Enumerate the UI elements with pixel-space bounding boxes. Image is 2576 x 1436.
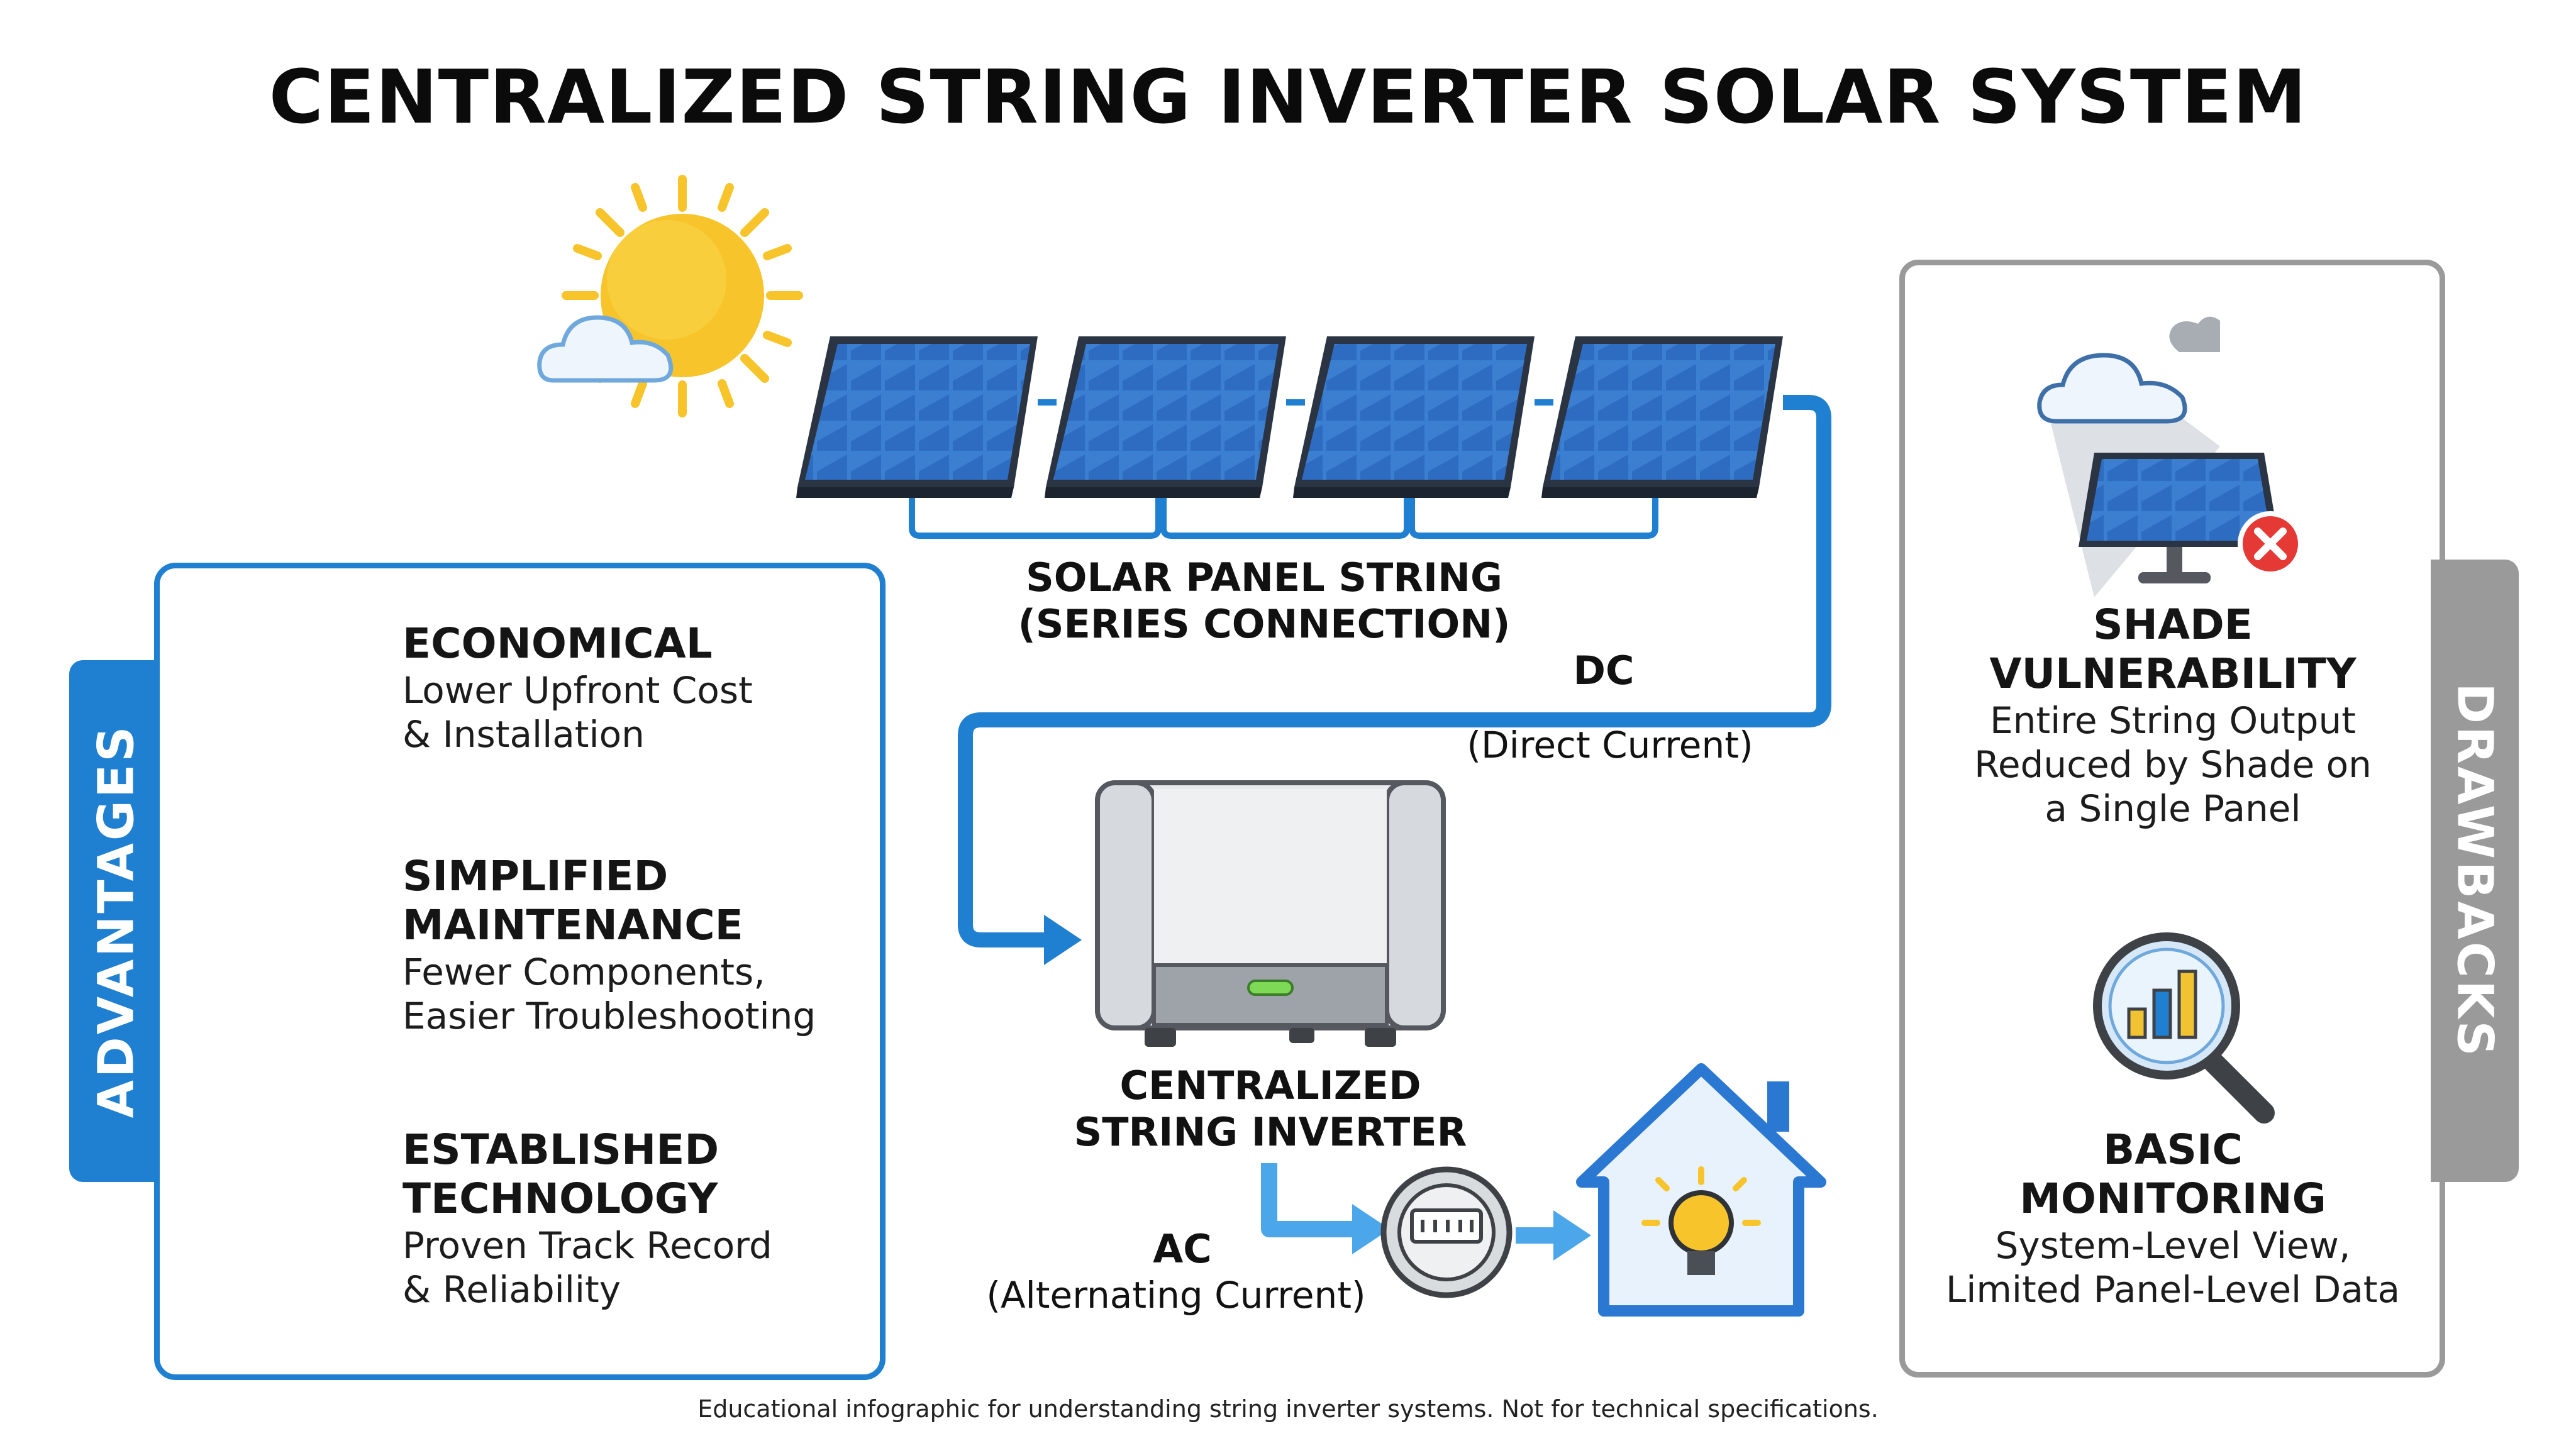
advantage-text: Easier Troubleshooting [402,995,816,1037]
drawback-text: Reduced by Shade on [1974,743,2372,786]
drawback-heading: MONITORING [2019,1174,2326,1223]
solar-panel [1045,336,1286,498]
string-label-line: (SERIES CONNECTION) [1018,601,1511,647]
drawback-text: Entire String Output [1990,699,2356,742]
inverter-label-line: STRING INVERTER [1074,1109,1467,1155]
dc-cable [958,395,1831,947]
electric-meter-icon [1380,1166,1513,1298]
page-title: CENTRALIZED STRING INVERTER SOLAR SYSTEM [269,53,2307,140]
advantage-heading: ESTABLISHED [402,1125,719,1174]
drawback-item: BASIC MONITORING System-Level View, Limi… [1909,1125,2437,1312]
drawback-heading: BASIC [2103,1125,2243,1174]
series-wiring [909,399,1658,539]
advantage-item: ESTABLISHED TECHNOLOGY Proven Track Reco… [402,1125,868,1312]
drawback-text: a Single Panel [2045,787,2301,830]
string-label-line: SOLAR PANEL STRING [1026,555,1502,600]
drawbacks-tab: DRAWBACKS [2431,560,2519,1182]
drawback-heading: SHADE [2093,600,2253,649]
footer-note: Educational infographic for understandin… [697,1395,1879,1423]
drawbacks-panel [1899,260,2445,1378]
drawbacks-tab-label: DRAWBACKS [2446,683,2504,1059]
solar-panel-string [796,336,1783,498]
dc-label: DC [1573,648,1635,693]
advantage-heading: TECHNOLOGY [402,1174,718,1223]
advantage-item: SIMPLIFIED MAINTENANCE Fewer Components,… [402,852,868,1038]
solar-panel [796,336,1038,498]
drawback-text: System-Level View, [1995,1224,2351,1267]
ac-sub-label: (Alternating Current) [986,1274,1366,1317]
advantages-panel [154,563,886,1380]
drawback-text: Limited Panel-Level Data [1945,1268,2401,1311]
advantage-text: Fewer Components, [402,951,765,993]
advantages-tab-label: ADVANTAGES [88,724,145,1118]
advantage-text: Lower Upfront Cost [402,669,753,712]
advantage-text: Proven Track Record [402,1224,772,1267]
advantage-heading: ECONOMICAL [402,619,713,668]
sun-icon [562,175,803,417]
advantages-tab: ADVANTAGES [69,660,164,1182]
advantage-text: & Reliability [402,1268,621,1311]
advantage-item: ECONOMICAL Lower Upfront Cost & Installa… [402,619,868,756]
string-label: SOLAR PANEL STRING (SERIES CONNECTION) [981,555,1547,648]
dc-sub-label: (Direct Current) [1467,724,1753,766]
inverter-label-line: CENTRALIZED [1119,1063,1421,1108]
solar-panel [1541,336,1783,498]
ac-flow [1261,1163,1591,1261]
drawback-item: SHADE VULNERABILITY Entire String Output… [1909,600,2437,831]
cloud-icon [537,315,674,383]
dc-arrow [1044,915,1082,965]
shaded-panel-icon [2037,316,2303,597]
advantage-heading: MAINTENANCE [402,901,743,949]
inverter-label: CENTRALIZED STRING INVERTER [1050,1063,1491,1156]
magnifier-chart-icon [2093,932,2275,1124]
drawback-heading: VULNERABILITY [1989,649,2357,698]
advantage-text: & Installation [402,713,645,756]
solar-panel [1293,336,1535,498]
house-icon [1576,1063,1826,1317]
advantage-heading: SIMPLIFIED [402,852,669,900]
inverter-icon [1095,780,1446,1047]
ac-label: AC [1153,1226,1212,1272]
